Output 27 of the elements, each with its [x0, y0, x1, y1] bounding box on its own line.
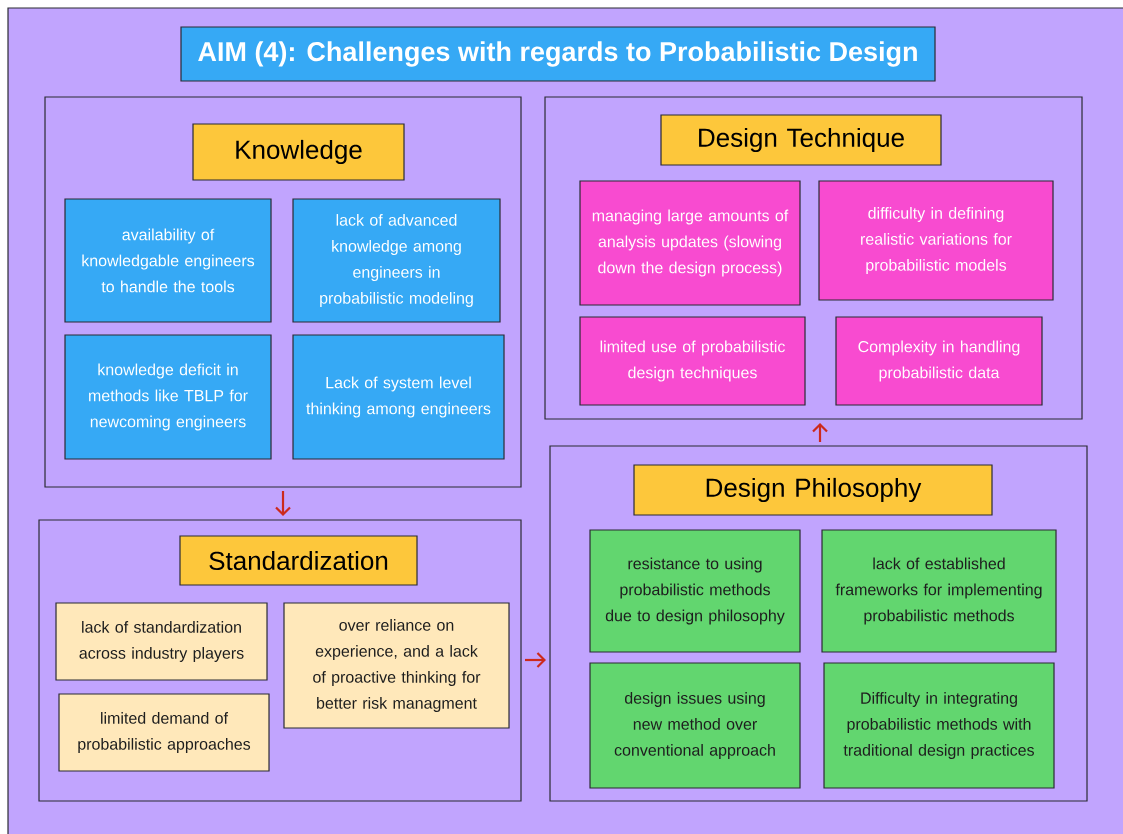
note-box: design issues using new method over conventional approach: [589, 662, 801, 789]
note-box: difficulty in defining realistic variations for probabilistic models: [818, 180, 1054, 301]
note-box: Difficulty in integrating probabilistic methods with traditional design practices: [823, 662, 1055, 789]
title-box: AIM (4): Challenges with regards to Probabilistic Design: [180, 26, 936, 82]
panel-box: [549, 445, 1088, 802]
heading-box: Standardization: [179, 535, 418, 586]
arrow: [275, 491, 291, 516]
note-box: availability of knowledgable engineers to handle the tools: [64, 198, 272, 323]
note-box: lack of standardization across industry players: [55, 602, 268, 681]
heading-box: Design Technique: [660, 114, 942, 166]
note-box: resistance to using probabilistic methods due to design philosophy: [589, 529, 801, 653]
arrow: [525, 652, 546, 668]
note-box: Lack of system level thinking among engineers: [292, 334, 505, 460]
note-box: knowledge deficit in methods like TBLP for newcoming engineers: [64, 334, 272, 460]
heading-box: Knowledge: [192, 123, 405, 181]
note-box: over reliance on experience, and a lack of proactive thinking for better risk managment: [283, 602, 510, 729]
note-box: lack of established frameworks for implementing probabilistic methods: [821, 529, 1057, 653]
panel-box: [44, 96, 522, 488]
arrow: [812, 423, 828, 442]
panel-box: [38, 519, 522, 802]
heading-box: Design Philosophy: [633, 464, 993, 516]
note-box: limited use of probabilistic design techniques: [579, 316, 806, 406]
panel-box: [544, 96, 1083, 420]
note-box: Complexity in handling probabilistic data: [835, 316, 1043, 406]
note-box: limited demand of probabilistic approaches: [58, 693, 270, 772]
note-box: lack of advanced knowledge among engineers in probabilistic modeling: [292, 198, 501, 323]
note-box: managing large amounts of analysis updates (slowing down the design process): [579, 180, 801, 306]
